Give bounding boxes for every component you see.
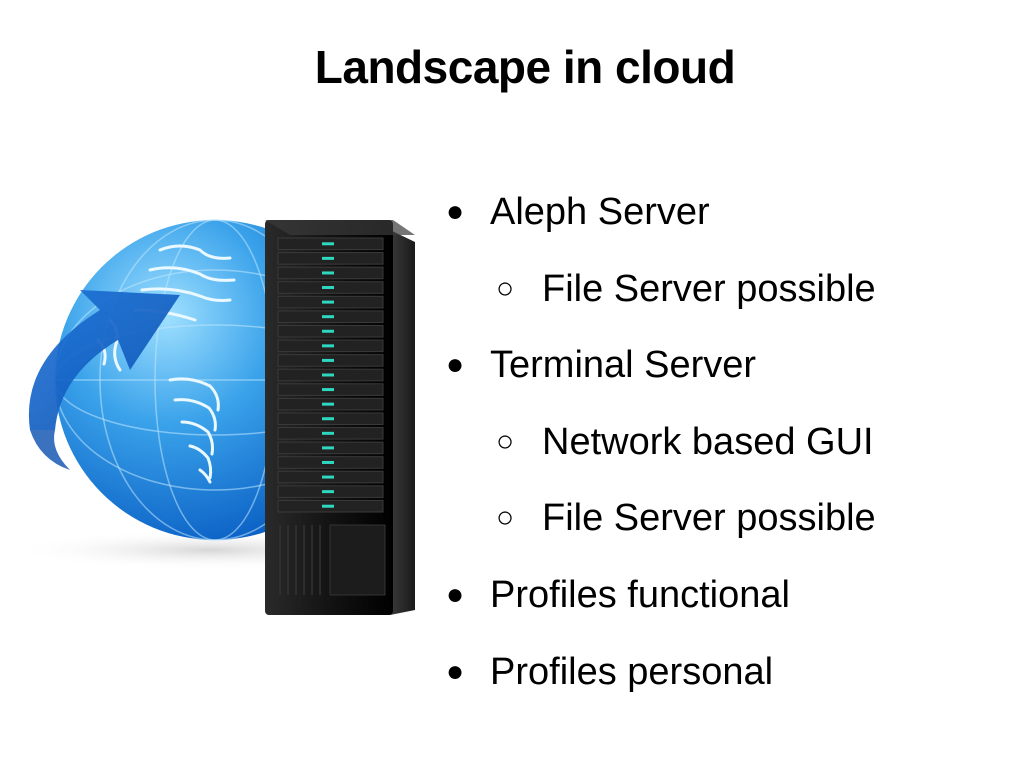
- sub-bullet-marker: ○: [496, 501, 515, 535]
- bullet-text: File Server possible: [542, 497, 876, 540]
- drive-led: [322, 256, 334, 260]
- drive-led: [322, 402, 334, 406]
- sub-bullet-marker: ○: [496, 424, 515, 458]
- bullet-text: Aleph Server: [490, 191, 710, 233]
- drive-led: [322, 300, 334, 304]
- drive-led: [322, 373, 334, 377]
- bullet-marker: ●: [446, 348, 465, 382]
- bullet-list: ● Aleph Server ○ File Server possible ● …: [440, 188, 1020, 724]
- bullet-marker: ●: [446, 195, 465, 228]
- list-item: ○ File Server possible: [440, 494, 1020, 571]
- list-item: ○ Network based GUI: [440, 418, 1020, 495]
- drive-led: [322, 358, 334, 362]
- drive-led: [322, 490, 334, 494]
- drive-led: [322, 460, 334, 464]
- list-item: ○ File Server possible: [440, 265, 1020, 342]
- drive-led: [322, 286, 334, 290]
- drive-led: [322, 271, 334, 275]
- list-item: ● Terminal Server: [440, 341, 1020, 418]
- globe-server-illustration: [10, 219, 415, 615]
- bullet-text: Network based GUI: [542, 420, 874, 463]
- slide-title: Landscape in cloud: [314, 41, 736, 93]
- list-item: ● Aleph Server: [440, 188, 1020, 265]
- drive-led: [322, 431, 334, 435]
- arrow-icon: [28, 290, 181, 470]
- drive-led: [322, 388, 334, 392]
- drive-led: [322, 475, 334, 479]
- bullet-marker: ●: [446, 654, 465, 688]
- drive-led: [322, 344, 334, 348]
- drive-led: [322, 242, 334, 246]
- sub-bullet-marker: ○: [496, 271, 515, 305]
- bullet-text: File Server possible: [542, 267, 876, 310]
- drive-led: [322, 446, 334, 450]
- bullet-text: Profiles functional: [490, 573, 790, 616]
- bullet-text: Terminal Server: [490, 344, 757, 387]
- drive-led: [322, 417, 334, 421]
- list-item: ● Profiles functional: [440, 571, 1020, 648]
- bullet-marker: ●: [446, 577, 465, 611]
- bullet-text: Profiles personal: [490, 650, 774, 693]
- server-rack-icon: [265, 220, 415, 615]
- drive-led: [322, 329, 334, 333]
- drive-led: [322, 504, 334, 508]
- list-item: ● Profiles personal: [440, 648, 1020, 725]
- drive-led: [322, 315, 334, 319]
